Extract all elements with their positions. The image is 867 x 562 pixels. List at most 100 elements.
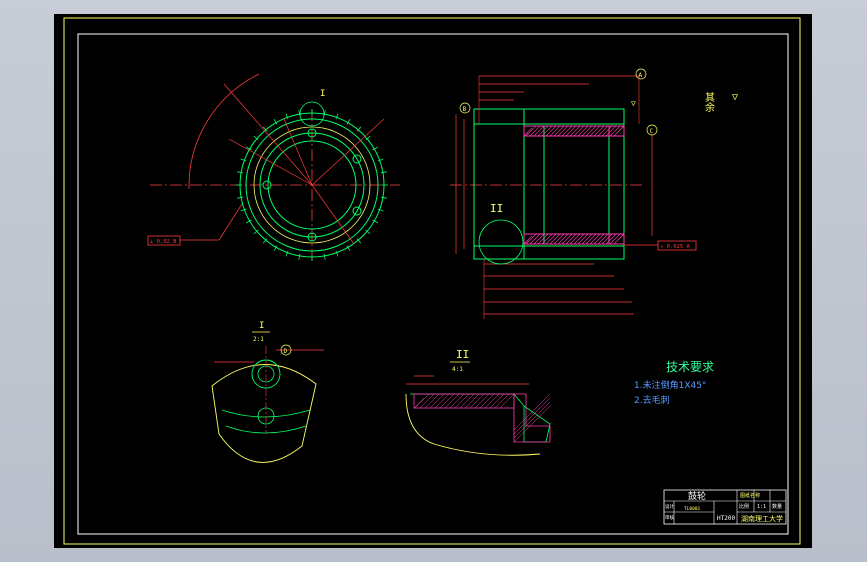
- designer-label: 设计: [665, 503, 674, 510]
- hatch-line: [569, 125, 581, 137]
- hatch-line: [513, 401, 551, 439]
- gear-tooth-tick: [380, 171, 387, 174]
- hatch-line: [581, 233, 593, 245]
- part-name: 鼓轮: [688, 490, 706, 502]
- detail-2-callout: II: [490, 202, 503, 215]
- hatch-line: [513, 405, 551, 443]
- detail-1-view: I 2:1 D: [211, 321, 324, 463]
- gear-tooth-tick: [298, 253, 301, 260]
- remaining-roughness-symbol: ▽: [732, 92, 738, 103]
- tolerance-frame-right: ↗ 0.025 A: [660, 244, 690, 250]
- gear-tooth-tick: [285, 250, 289, 257]
- title-header: 图纸名称: [740, 492, 760, 499]
- hatch-line: [434, 393, 450, 409]
- hatch-line: [557, 125, 569, 137]
- hatch-line: [585, 125, 597, 137]
- school-name: 湖南理工大学: [741, 514, 783, 523]
- gear-tooth-tick: [335, 250, 339, 257]
- hatch-line: [525, 233, 537, 245]
- detail-2-scale: 4:1: [452, 366, 463, 373]
- hatch-line: [484, 393, 500, 409]
- hatch-line: [529, 125, 541, 137]
- detail-2-label: II: [456, 348, 469, 361]
- hatch-line: [573, 125, 585, 137]
- hatch-line: [429, 393, 445, 409]
- outer-border: [63, 17, 801, 545]
- gear-tooth-tick: [323, 253, 326, 260]
- gear-tooth-tick: [262, 126, 268, 132]
- hatch-line: [593, 125, 605, 137]
- hatch-line: [553, 233, 565, 245]
- drawing-sheet: I ⊥ 0.02 B: [54, 14, 812, 548]
- hatch-line: [523, 127, 533, 137]
- hatch-line: [541, 125, 553, 137]
- detail-2-view: II 4:1: [405, 348, 551, 456]
- hatch-line: [549, 233, 561, 245]
- hatch-line: [513, 397, 551, 435]
- hatch-line: [454, 393, 470, 409]
- roughness-mark: ▽: [631, 99, 636, 108]
- hatch-line: [577, 125, 589, 137]
- remaining-roughness-label: 其余: [703, 92, 715, 113]
- hatch-line: [601, 125, 613, 137]
- gear-tooth-tick: [240, 158, 247, 162]
- gear-tooth-tick: [335, 113, 339, 120]
- scale-value: 1:1: [757, 504, 766, 510]
- material: HT200: [717, 515, 735, 522]
- detail-1-callout: I: [320, 89, 325, 99]
- datum-d: D: [284, 348, 288, 355]
- hatch-line: [605, 233, 617, 245]
- hatch-line: [609, 125, 621, 137]
- hatch-line: [561, 233, 573, 245]
- scale-label: 比例: [739, 503, 749, 510]
- datum-c: C: [650, 128, 654, 135]
- hatch-line: [533, 233, 545, 245]
- hatch-line: [413, 397, 425, 409]
- gear-tooth-tick: [237, 171, 244, 174]
- hatch-line: [609, 233, 621, 245]
- tech-req-heading: 技术要求: [666, 360, 714, 374]
- hatch-line: [569, 233, 581, 245]
- hatch-line: [529, 233, 541, 245]
- hatch-line: [469, 393, 485, 409]
- gear-tooth-tick: [237, 196, 244, 199]
- gear-tooth-tick: [356, 126, 362, 132]
- hatch-line: [459, 393, 475, 409]
- hatch-line: [523, 235, 533, 245]
- hatch-line: [549, 125, 561, 137]
- hatch-line: [589, 233, 601, 245]
- title-block: 鼓轮 图纸名称 比例 1:1 数量 设计 审核 TL0001 HT200 湖南理…: [663, 489, 787, 525]
- hatch-line: [597, 125, 609, 137]
- hatch-line: [621, 233, 625, 237]
- hatch-line: [557, 233, 569, 245]
- hatch-line: [474, 393, 490, 409]
- hatch-line: [545, 233, 557, 245]
- gear-tooth-tick: [273, 245, 278, 252]
- gear-tooth-tick: [377, 158, 384, 162]
- gear-tooth-tick: [346, 245, 351, 252]
- gear-tooth-tick: [365, 135, 371, 141]
- hatch-line: [593, 233, 605, 245]
- hatch-line: [621, 125, 625, 129]
- hatch-line: [414, 393, 430, 409]
- gear-tooth-tick: [262, 238, 268, 244]
- gear-tooth-tick: [365, 229, 371, 235]
- drawing-number: TL0001: [684, 506, 701, 512]
- hatch-line: [581, 125, 593, 137]
- hatch-line: [553, 125, 565, 137]
- checker-label: 审核: [665, 514, 674, 521]
- hatch-line: [419, 393, 435, 409]
- section-view: II A B C ↗ 0.025 A ▽: [450, 68, 697, 319]
- datum-b: B: [463, 106, 467, 113]
- tech-req-item-1: 1.未注倒角1X45°: [634, 379, 706, 391]
- hatch-line: [573, 233, 585, 245]
- hatch-line: [561, 125, 573, 137]
- detail-1-scale: 2:1: [253, 336, 264, 343]
- gear-tooth-tick: [372, 146, 379, 151]
- hatch-line: [537, 233, 549, 245]
- gear-tooth-tick: [380, 196, 387, 199]
- hatch-line: [605, 125, 617, 137]
- gear-tooth-tick: [346, 118, 351, 125]
- hatch-line: [444, 393, 460, 409]
- hatch-line: [541, 233, 553, 245]
